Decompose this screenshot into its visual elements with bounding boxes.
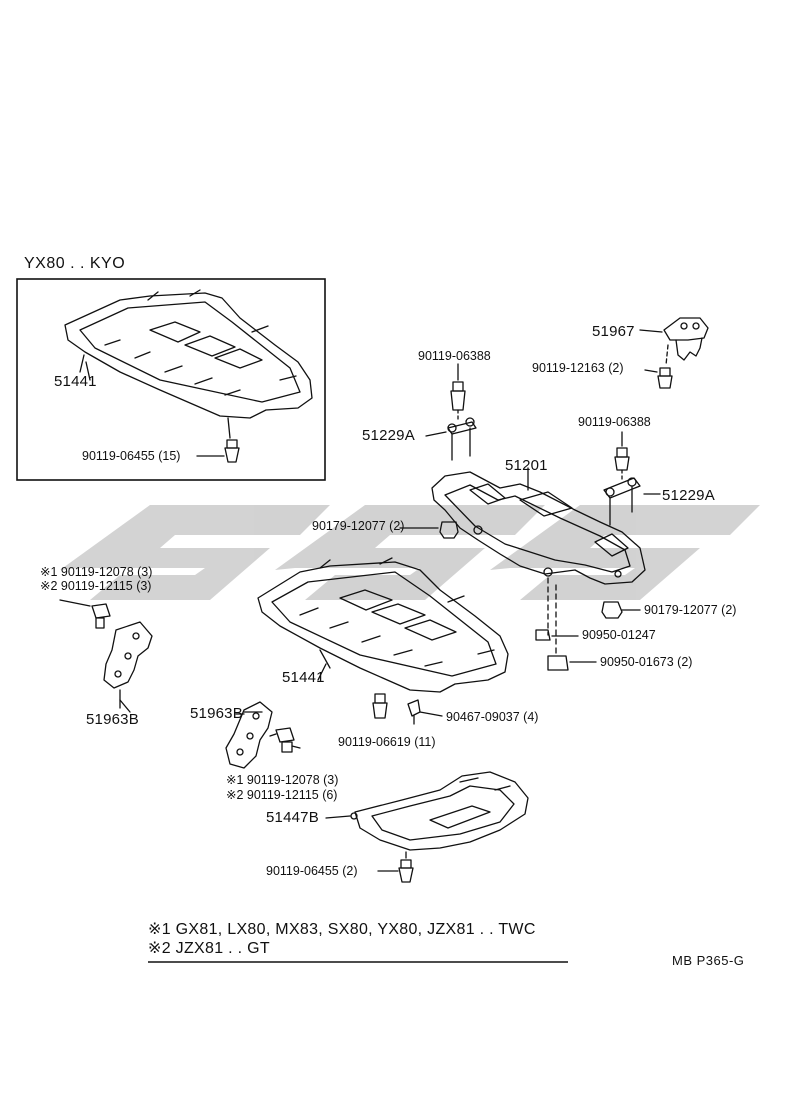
bolt-mid-90119-12078 — [269, 727, 301, 753]
stud-51229A-right — [603, 477, 661, 526]
label-90119-06388-right: 90119-06388 — [578, 415, 651, 429]
bracket-51967 — [639, 317, 709, 361]
inset-under-cover-51441 — [64, 289, 313, 439]
watermark-logo — [60, 505, 760, 600]
label-51963B-left: 51963B — [86, 711, 139, 728]
label-51441-main: 51441 — [282, 669, 325, 686]
bolt-90119-12163 — [644, 344, 673, 389]
nut-90179-12077-right — [601, 601, 641, 619]
label-90179-12077-left: 90179-12077 (2) — [312, 519, 405, 533]
label-90119-12163: 90119-12163 (2) — [532, 361, 624, 375]
bracket-51963B-mid — [225, 701, 273, 769]
label-left-bolt-1: ※1 90119-12078 (3) — [40, 565, 153, 579]
label-90179-12077-right: 90179-12077 (2) — [644, 603, 737, 617]
label-51967: 51967 — [592, 323, 635, 340]
label-90950-01247: 90950-01247 — [582, 628, 656, 642]
label-90119-06619: 90119-06619 (11) — [338, 735, 436, 749]
label-mid-bolt-1: ※1 90119-12078 (3) — [226, 773, 339, 787]
label-90119-06455-bottom: 90119-06455 (2) — [266, 864, 358, 878]
label-mid-bolt-2: ※2 90119-12115 (6) — [226, 788, 338, 802]
label-51441-inset: 51441 — [54, 373, 97, 390]
inset-title: YX80 . . KYO — [24, 255, 126, 272]
label-90467-09037: 90467-09037 (4) — [446, 710, 539, 724]
note-2: ※2 JZX81 . . GT — [148, 940, 270, 957]
illustration-code: MB P365-G — [672, 953, 745, 968]
bolt-left-90119-12078 — [59, 599, 111, 629]
label-90119-06388-left: 90119-06388 — [418, 349, 491, 363]
nut-90179-12077-left — [399, 521, 459, 539]
crossmember-51201 — [431, 467, 646, 585]
label-51447B: 51447B — [266, 809, 319, 826]
stud-51229A-left — [425, 417, 477, 461]
label-90950-01673: 90950-01673 (2) — [600, 655, 693, 669]
inset-box — [16, 278, 326, 481]
label-51229A-left: 51229A — [362, 427, 415, 444]
bushing-90950-01673 — [547, 655, 597, 671]
under-cover-51447B — [325, 771, 529, 851]
bracket-51963B-left — [103, 621, 153, 709]
note-1: ※1 GX81, LX80, MX83, SX80, YX80, JZX81 .… — [148, 921, 536, 938]
label-51201: 51201 — [505, 457, 548, 474]
nut-90950-01247 — [535, 629, 579, 641]
bolt-90119-06619 — [372, 693, 388, 719]
bolt-90119-06388-right — [614, 431, 630, 481]
bolt-90119-06455-bottom — [377, 851, 414, 883]
label-51963B-mid: 51963B — [190, 705, 243, 722]
bolt-90119-06388-left — [450, 363, 466, 421]
clip-90467-09037 — [407, 699, 443, 725]
under-cover-51441 — [257, 557, 509, 693]
label-left-bolt-2: ※2 90119-12115 (3) — [40, 579, 152, 593]
label-51229A-right: 51229A — [662, 487, 715, 504]
label-90119-06455-inset: 90119-06455 (15) — [82, 449, 181, 463]
inset-bolt — [196, 439, 240, 463]
